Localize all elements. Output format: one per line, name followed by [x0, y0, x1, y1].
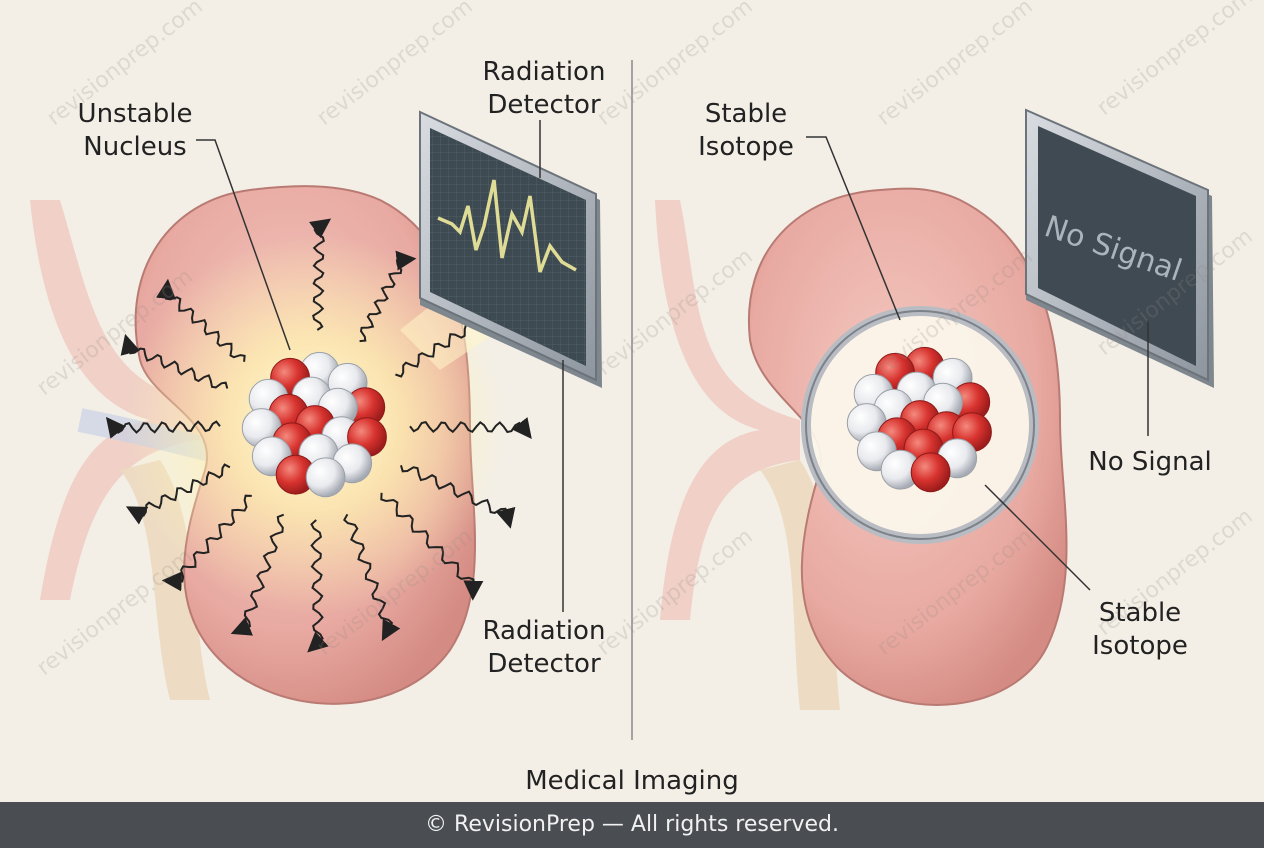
label-line: Unstable — [77, 99, 193, 129]
radiation-wave-arrow — [105, 416, 221, 439]
radiation-wave-arrow — [343, 513, 401, 642]
radiation-wave-arrow — [359, 250, 417, 343]
right-radiation-detector: No Signal — [1025, 108, 1214, 388]
neutron — [305, 457, 346, 498]
radiation-wave-arrow — [409, 417, 532, 440]
stable-isotope-bottom-label: Stable Isotope — [1070, 597, 1210, 663]
left-leader-lines — [196, 120, 564, 612]
illustration: No Signal — [30, 60, 1214, 740]
proton — [910, 452, 951, 493]
radiation-arrows — [105, 218, 532, 653]
right-leader-lines — [806, 136, 1149, 591]
radiation-detector-bottom-label: Radiation Detector — [464, 615, 624, 681]
label-line: Radiation — [482, 616, 606, 646]
label-line: Isotope — [1092, 631, 1188, 661]
figure-caption: Medical Imaging — [525, 766, 739, 796]
label-line: Stable — [704, 99, 788, 129]
stable-isotope-top-label: Stable Isotope — [676, 98, 816, 164]
radiation-detector-top-label: Radiation Detector — [464, 56, 624, 122]
radiation-wave-arrow — [161, 494, 252, 592]
label-line: Nucleus — [83, 132, 187, 162]
radiation-wave-arrow — [309, 218, 332, 331]
label-line: Detector — [487, 90, 601, 120]
copyright-footer: © RevisionPrep — All rights reserved. — [0, 802, 1264, 848]
left-radiation-detector — [419, 110, 602, 388]
radiation-wave-arrow — [380, 492, 484, 601]
radiation-wave-arrow — [400, 465, 516, 529]
unstable-nucleus — [241, 351, 387, 498]
radiation-wave-arrow — [120, 333, 229, 389]
radiation-wave-arrow — [156, 278, 246, 362]
stable-nucleus — [846, 346, 992, 493]
radiation-wave-arrow — [307, 519, 329, 653]
label-line: Detector — [487, 649, 601, 679]
unstable-nucleus-label: Unstable Nucleus — [60, 98, 210, 164]
label-line: Stable — [1098, 598, 1182, 628]
no-signal-label: No Signal — [1088, 447, 1212, 477]
detector-signal-waveform — [437, 179, 577, 273]
label-line: Isotope — [698, 132, 794, 162]
radiation-wave-arrow — [125, 463, 231, 525]
label-line: Radiation — [482, 57, 606, 87]
radiation-wave-arrow — [230, 513, 285, 636]
